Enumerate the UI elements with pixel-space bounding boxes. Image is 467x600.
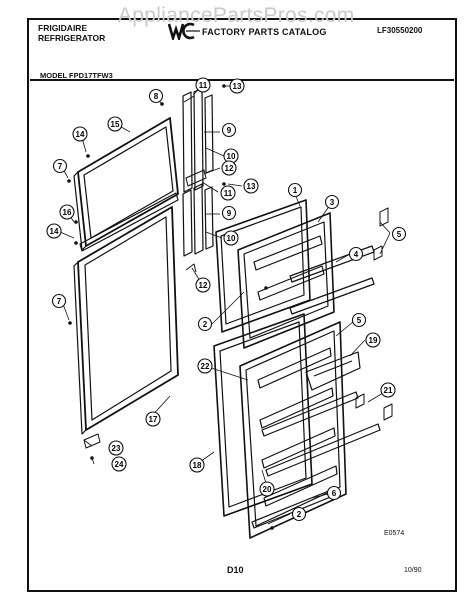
callout-11-label: 11 bbox=[199, 81, 208, 90]
callout-2: 2 bbox=[197, 316, 213, 332]
fresh-food-door-liner bbox=[239, 321, 347, 539]
callout-15: 15 bbox=[107, 116, 123, 132]
manufacturer-logo bbox=[168, 22, 200, 40]
callout-23: 23 bbox=[108, 440, 124, 456]
callout-3: 3 bbox=[324, 194, 340, 210]
callout-22-label: 22 bbox=[201, 362, 210, 371]
callout-13-label: 13 bbox=[247, 182, 256, 191]
callout-15-label: 15 bbox=[111, 120, 120, 129]
callout-6-label: 6 bbox=[332, 489, 337, 498]
product-type: REFRIGERATOR bbox=[38, 33, 106, 43]
catalog-number: LF30550200 bbox=[377, 26, 423, 35]
revision-date: 10/90 bbox=[404, 567, 422, 574]
callout-14-label: 14 bbox=[76, 130, 85, 139]
callout-9: 9 bbox=[221, 205, 237, 221]
callout-1: 1 bbox=[287, 182, 303, 198]
callout-14: 14 bbox=[46, 223, 62, 239]
callout-14: 14 bbox=[72, 126, 88, 142]
callout-11: 11 bbox=[195, 77, 211, 93]
screw-fasteners bbox=[67, 84, 274, 530]
callout-9-label: 9 bbox=[227, 209, 232, 218]
callout-21-label: 21 bbox=[384, 386, 393, 395]
callout-17: 17 bbox=[145, 411, 161, 427]
figure-code: E0574 bbox=[384, 530, 405, 537]
callout-4-label: 4 bbox=[354, 250, 359, 259]
callout-10-label: 10 bbox=[227, 234, 236, 243]
callout-16-label: 16 bbox=[63, 208, 72, 217]
callout-20-label: 20 bbox=[263, 485, 272, 494]
page-number: D10 bbox=[227, 565, 244, 575]
catalog-title: FACTORY PARTS CATALOG bbox=[202, 27, 327, 37]
callout-19: 19 bbox=[365, 332, 381, 348]
callout-5-label: 5 bbox=[397, 230, 402, 239]
callout-11: 11 bbox=[220, 185, 236, 201]
callout-4: 4 bbox=[348, 246, 364, 262]
callout-1-label: 1 bbox=[293, 186, 298, 195]
callout-11-label: 11 bbox=[224, 189, 233, 198]
watermark: AppliancePartsPros.com bbox=[118, 4, 355, 27]
callout-5-label: 5 bbox=[357, 316, 362, 325]
callout-9: 9 bbox=[221, 122, 237, 138]
callout-8: 8 bbox=[148, 88, 164, 104]
door-shelf-racks bbox=[261, 391, 381, 477]
callout-13: 13 bbox=[229, 78, 245, 94]
callout-2: 2 bbox=[291, 506, 307, 522]
fresh-food-gasket bbox=[213, 313, 313, 517]
callout-12-label: 12 bbox=[199, 281, 208, 290]
hardware-parts bbox=[83, 95, 393, 449]
callout-10: 10 bbox=[223, 230, 239, 246]
callout-5: 5 bbox=[391, 226, 407, 242]
header-rule bbox=[30, 79, 454, 81]
callout-5: 5 bbox=[351, 312, 367, 328]
dairy-compartment-door bbox=[305, 351, 361, 391]
callout-21: 21 bbox=[380, 382, 396, 398]
callout-24: 24 bbox=[111, 456, 127, 472]
freezer-door-liner bbox=[237, 212, 335, 349]
callout-9-label: 9 bbox=[227, 126, 232, 135]
callout-17-label: 17 bbox=[149, 415, 158, 424]
callout-12: 12 bbox=[221, 160, 237, 176]
callout-7-label: 7 bbox=[57, 297, 62, 306]
callout-2-label: 2 bbox=[297, 510, 302, 519]
callout-22: 22 bbox=[197, 358, 213, 374]
callout-24-label: 24 bbox=[115, 460, 124, 469]
callout-7: 7 bbox=[52, 158, 68, 174]
callout-23-label: 23 bbox=[112, 444, 121, 453]
part-callouts: 1 2 2 3 4 5 5 6 7 7 8 9 9 10 10 11 11 12… bbox=[46, 77, 407, 522]
callout-12: 12 bbox=[195, 277, 211, 293]
callout-16: 16 bbox=[59, 204, 75, 220]
callout-12-label: 12 bbox=[225, 164, 234, 173]
freezer-gasket bbox=[215, 199, 311, 333]
brand-name: FRIGIDAIRE bbox=[38, 23, 88, 33]
callout-2-label: 2 bbox=[203, 320, 208, 329]
callout-14-label: 14 bbox=[50, 227, 59, 236]
callout-10-label: 10 bbox=[227, 152, 236, 161]
callout-18: 18 bbox=[189, 457, 205, 473]
callout-13: 13 bbox=[243, 178, 259, 194]
model-number: MODEL FPD17TFW3 bbox=[40, 71, 113, 80]
callout-18-label: 18 bbox=[193, 461, 202, 470]
page-border bbox=[27, 18, 457, 592]
callout-6: 6 bbox=[326, 485, 342, 501]
fresh-food-door-panel bbox=[73, 206, 179, 435]
callout-7-label: 7 bbox=[58, 162, 63, 171]
callout-7: 7 bbox=[51, 293, 67, 309]
callout-3-label: 3 bbox=[330, 198, 335, 207]
callout-8-label: 8 bbox=[154, 92, 159, 101]
door-divider-strip bbox=[79, 192, 179, 252]
callout-20: 20 bbox=[259, 481, 275, 497]
callout-13-label: 13 bbox=[233, 82, 242, 91]
freezer-door-panel bbox=[73, 117, 179, 251]
callout-19-label: 19 bbox=[369, 336, 378, 345]
